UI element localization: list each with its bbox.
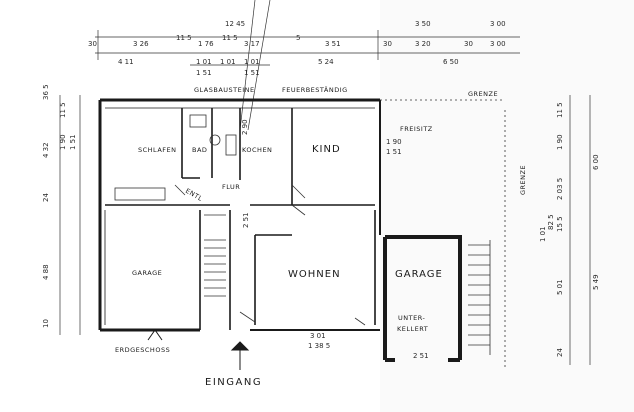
dim-row2-650: 6 50 xyxy=(443,58,459,66)
dim-top-115a: 11 5 xyxy=(176,34,192,42)
entrance-arrow xyxy=(147,329,250,370)
room-label-unterkellert-2: KELLERT xyxy=(397,325,428,333)
dim-top-300b: 3 00 xyxy=(490,40,506,48)
note-erdgeschoss: ERDGESCHOSS xyxy=(115,346,170,354)
dim-left-190: 1 90 xyxy=(59,134,67,150)
note-grenze-side: GRENZE xyxy=(519,165,527,195)
dim-left-115: 11 5 xyxy=(59,102,67,118)
dim-top-350: 3 50 xyxy=(415,20,431,28)
room-label-kochen: KOCHEN xyxy=(242,146,272,154)
dim-row2-411: 4 11 xyxy=(118,58,134,66)
room-label-garage-left: GARAGE xyxy=(132,269,162,277)
dim-row2-101a: 1 01 xyxy=(196,58,212,66)
dim-row3-151a: 1 51 xyxy=(196,69,212,77)
dim-in-301: 3 01 xyxy=(310,332,326,340)
note-glasbausteine: GLASBAUSTEINE xyxy=(194,86,255,94)
dim-in-290: 2 90 xyxy=(241,119,249,135)
dim-top-320: 3 20 xyxy=(415,40,431,48)
dim-in-251a: 2 51 xyxy=(242,212,250,228)
right-dimension-lines xyxy=(59,95,591,365)
room-label-bad: BAD xyxy=(192,146,207,154)
note-freisitz: FREISITZ xyxy=(400,125,433,133)
dim-right-101: 1 01 xyxy=(539,226,547,242)
dim-right-24: 24 xyxy=(556,348,564,357)
dim-row2-101b: 1 01 xyxy=(220,58,236,66)
room-label-unterkellert-1: UNTER- xyxy=(398,314,425,322)
note-grenze-top: GRENZE xyxy=(468,90,498,98)
dim-top-30b: 30 xyxy=(383,40,392,48)
dim-top-total: 12 45 xyxy=(225,20,245,28)
room-label-wohnen: WOHNEN xyxy=(288,269,341,280)
dim-top-176: 1 76 xyxy=(198,40,214,48)
dim-top-30c: 30 xyxy=(464,40,473,48)
dim-right-190: 1 90 xyxy=(556,134,564,150)
dim-right-2035: 2 03 5 xyxy=(556,178,564,200)
dim-in-1385: 1 38 5 xyxy=(308,342,330,350)
dim-left-10: 10 xyxy=(42,319,50,328)
note-feuerbestaendig: FEUERBESTÄNDIG xyxy=(282,85,348,94)
dim-right-600: 6 00 xyxy=(592,154,600,170)
room-label-flur: FLUR xyxy=(222,183,240,191)
dim-row2-524: 5 24 xyxy=(318,58,334,66)
outer-walls xyxy=(98,98,462,362)
inner-walls xyxy=(104,107,376,330)
dim-top-115b: 11 5 xyxy=(222,34,238,42)
dim-top-5: 5 xyxy=(296,34,300,42)
room-label-schlafen: SCHLAFEN xyxy=(138,146,176,154)
dim-left-24: 24 xyxy=(42,193,50,202)
dim-top-30: 30 xyxy=(88,40,97,48)
dim-right-501: 5 01 xyxy=(556,279,564,295)
dim-in-190: 1 90 xyxy=(386,138,402,146)
dim-right-825: 82 5 xyxy=(547,214,555,230)
room-label-kind: KIND xyxy=(312,144,341,155)
dim-left-365: 36 5 xyxy=(42,84,50,100)
dim-row3-151b: 1 51 xyxy=(244,69,260,77)
fixtures xyxy=(114,99,506,370)
note-eingang: EINGANG xyxy=(205,377,262,388)
dim-right-549: 5 49 xyxy=(592,274,600,290)
dim-left-151: 1 51 xyxy=(69,134,77,150)
room-label-garage-right: GARAGE xyxy=(395,269,443,280)
dim-in-151: 1 51 xyxy=(386,148,402,156)
dim-top-300a: 3 00 xyxy=(490,20,506,28)
dim-left-488: 4 88 xyxy=(42,264,50,280)
dim-left-432: 4 32 xyxy=(42,142,50,158)
dim-top-317: 3 17 xyxy=(244,40,260,48)
dim-top-351: 3 51 xyxy=(325,40,341,48)
dim-right-155: 15 5 xyxy=(556,216,564,232)
dim-in-251b: 2 51 xyxy=(413,352,429,360)
dim-top-326: 3 26 xyxy=(133,40,149,48)
dim-row2-101c: 1 01 xyxy=(244,58,260,66)
dim-right-115: 11 5 xyxy=(556,102,564,118)
